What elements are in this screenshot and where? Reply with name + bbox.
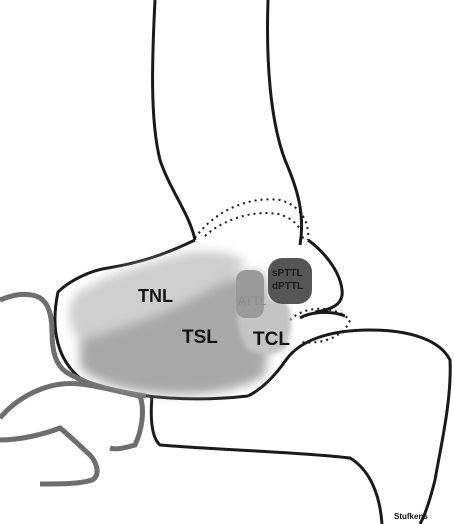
lateral-malleolus-outline (308, 240, 342, 312)
label-tcl: TCL (253, 329, 290, 350)
talar-dome-dotted-inner (205, 213, 303, 240)
forefoot-outline-toe (0, 428, 97, 484)
label-dptt: dPTTL (272, 281, 303, 292)
calcaneus-outline (248, 330, 450, 524)
sustentaculum-outline (300, 312, 345, 318)
author-signature: Stufkens (394, 512, 428, 521)
label-tsl: TSL (182, 327, 218, 348)
label-sptt: sPTTL (272, 268, 303, 279)
label-tnl: TNL (138, 286, 173, 306)
talar-dome-dotted (195, 199, 308, 240)
tibia-left-outline (153, 0, 195, 240)
calcaneus-bottom-outline (151, 396, 382, 524)
label-attl: ATTL (238, 294, 267, 308)
tibia-right-outline (268, 0, 302, 245)
